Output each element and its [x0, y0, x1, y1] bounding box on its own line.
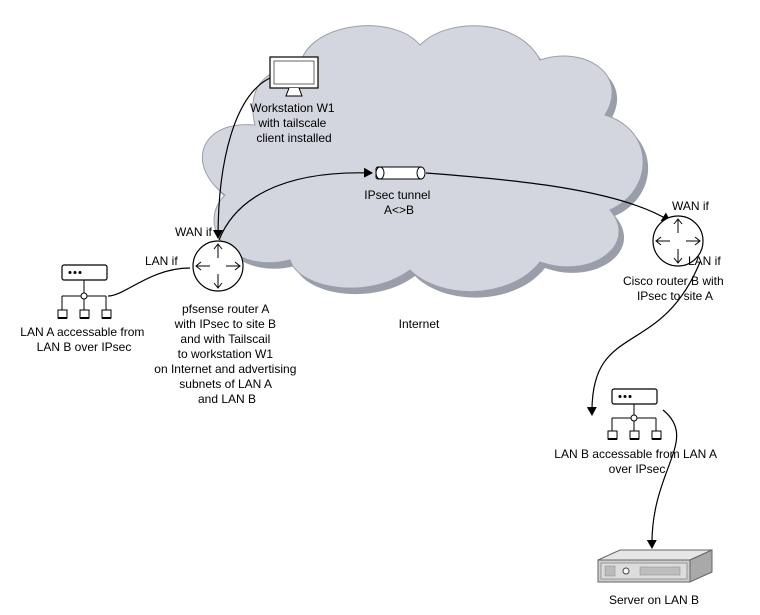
lan-b-server-link	[646, 409, 678, 549]
wan-if-a-label: WAN if	[175, 225, 213, 239]
lan-if-a-label: LAN if	[145, 254, 178, 268]
router-a-icon[interactable]	[192, 240, 244, 292]
monitor-icon[interactable]	[269, 56, 319, 97]
rack-server-icon[interactable]	[597, 549, 713, 583]
internet-label: Internet	[399, 317, 440, 331]
router-b-lan-link	[586, 261, 701, 416]
cloud-icon	[201, 25, 649, 298]
pipe-icon[interactable]	[375, 166, 426, 180]
workstation-label: Workstation W1 with tailscale client ins…	[250, 101, 338, 145]
router-a-label: pfsense router A with IPsec to site B an…	[154, 302, 299, 406]
router-b-icon[interactable]	[652, 215, 704, 267]
lan-a-switch-icon[interactable]	[57, 264, 112, 319]
wan-if-b-label: WAN if	[672, 199, 710, 213]
tunnel-link-left	[218, 167, 373, 241]
lan-b-label: LAN B accessable from LAN A over IPsec	[554, 447, 719, 476]
tunnel-label: IPsec tunnel A<>B	[364, 188, 433, 217]
lan-if-b-label: LAN if	[688, 254, 721, 268]
lan-a-label: LAN A accessable from LAN B over IPsec	[20, 325, 147, 354]
lan-a-link	[107, 267, 191, 297]
server-label: Server on LAN B	[609, 593, 699, 607]
tunnel-link-right	[425, 172, 671, 222]
router-b-label: Cisco router B with IPsec to site A	[623, 274, 727, 303]
workstation-link	[213, 77, 271, 239]
lan-b-switch-icon[interactable]	[607, 388, 662, 440]
